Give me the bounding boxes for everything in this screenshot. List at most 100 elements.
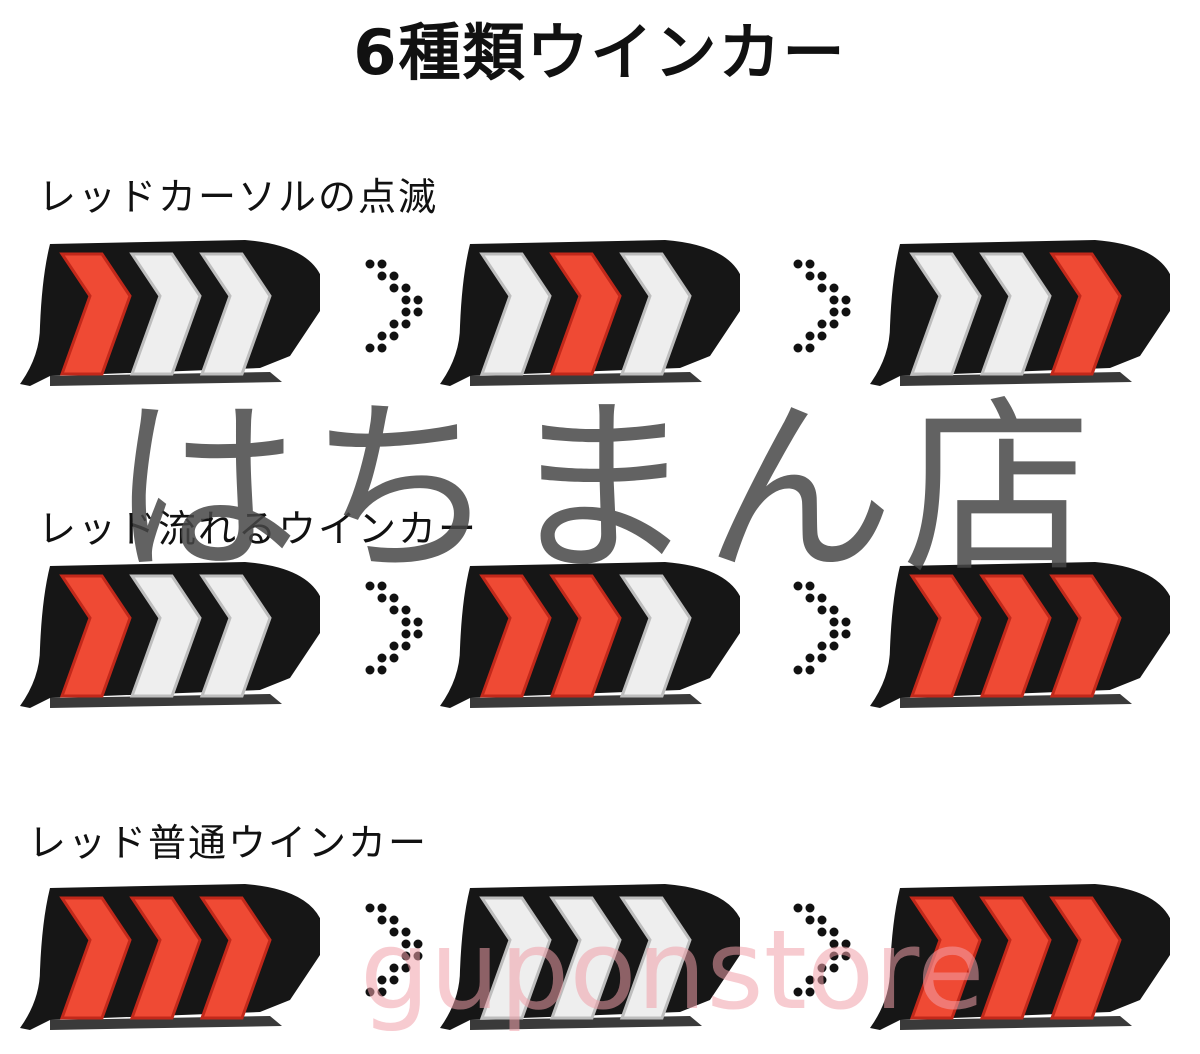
- arrow-dot: [841, 295, 851, 305]
- arrow-dot: [793, 259, 803, 269]
- arrow-dot: [829, 295, 839, 305]
- watermark-store-name: guponstore: [360, 906, 985, 1034]
- arrow-dot: [817, 915, 827, 925]
- arrow-dot: [365, 343, 375, 353]
- section-label-cursor-blink: レッドカーソルの点滅: [38, 175, 439, 219]
- arrow-dot: [401, 927, 411, 937]
- section-label-normal: レッド普通ウインカー: [28, 821, 429, 865]
- chevron-segment: [909, 896, 982, 1020]
- arrow-dot: [817, 605, 827, 615]
- arrow-dot: [817, 975, 827, 985]
- chevron-segment: [619, 574, 692, 698]
- arrow-dot: [365, 259, 375, 269]
- arrow-dot: [829, 641, 839, 651]
- arrow-dot: [389, 975, 399, 985]
- arrow-dot: [829, 617, 839, 627]
- chevron-segment: [979, 252, 1052, 376]
- chevron-segment: [1049, 574, 1122, 698]
- chevron-segment: [549, 252, 622, 376]
- chevron-segment: [549, 896, 622, 1020]
- arrow-dot: [805, 975, 815, 985]
- arrow-dot: [829, 939, 839, 949]
- tail-lamp-image: [440, 880, 740, 1030]
- dotted-arrow-icon: [362, 898, 432, 1008]
- arrow-dot: [817, 963, 827, 973]
- chevron-segment: [129, 896, 202, 1020]
- arrow-dot: [389, 271, 399, 281]
- arrow-dot: [401, 963, 411, 973]
- dotted-arrow-icon: [790, 576, 860, 686]
- arrow-dot: [401, 295, 411, 305]
- chevron-segment: [59, 896, 132, 1020]
- chevron-segment: [1049, 896, 1122, 1020]
- arrow-dot: [413, 951, 423, 961]
- chevron-segment: [479, 574, 552, 698]
- arrow-dot: [377, 653, 387, 663]
- arrow-dot: [389, 593, 399, 603]
- chevron-segment: [549, 574, 622, 698]
- arrow-dot: [389, 915, 399, 925]
- arrow-dot: [829, 319, 839, 329]
- arrow-dot: [805, 593, 815, 603]
- arrow-dot: [389, 927, 399, 937]
- arrow-dot: [805, 343, 815, 353]
- arrow-dot: [817, 331, 827, 341]
- arrow-dot: [377, 903, 387, 913]
- arrow-dot: [413, 295, 423, 305]
- tail-lamp-image: [20, 880, 320, 1030]
- chevron-segment: [909, 252, 982, 376]
- arrow-dot: [841, 629, 851, 639]
- arrow-dot: [377, 343, 387, 353]
- arrow-dot: [805, 665, 815, 675]
- arrow-dot: [805, 653, 815, 663]
- chevron-segment: [129, 252, 202, 376]
- arrow-dot: [377, 975, 387, 985]
- watermark-shop-name: はちまん店: [110, 379, 1101, 600]
- arrow-dot: [817, 271, 827, 281]
- arrow-dot: [377, 665, 387, 675]
- arrow-dot: [401, 629, 411, 639]
- arrow-dot: [805, 331, 815, 341]
- arrow-dot: [793, 343, 803, 353]
- sequence-row-sequential: [0, 558, 1200, 708]
- tail-lamp-image: [870, 558, 1170, 708]
- dotted-arrow-icon: [362, 254, 432, 364]
- arrow-dot: [389, 653, 399, 663]
- tail-lamp-image: [440, 558, 740, 708]
- arrow-dot: [829, 629, 839, 639]
- arrow-dot: [377, 581, 387, 591]
- arrow-dot: [401, 319, 411, 329]
- chevron-segment: [129, 574, 202, 698]
- arrow-dot: [817, 653, 827, 663]
- chevron-segment: [59, 574, 132, 698]
- tail-lamp-image: [870, 236, 1170, 386]
- page-title: 6種類ウインカー: [353, 16, 847, 89]
- arrow-dot: [377, 987, 387, 997]
- tail-lamp-image: [440, 236, 740, 386]
- arrow-dot: [377, 271, 387, 281]
- arrow-dot: [389, 605, 399, 615]
- arrow-dot: [793, 581, 803, 591]
- arrow-dot: [401, 617, 411, 627]
- arrow-dot: [377, 331, 387, 341]
- arrow-dot: [389, 641, 399, 651]
- arrow-dot: [817, 319, 827, 329]
- arrow-dot: [413, 307, 423, 317]
- arrow-dot: [365, 903, 375, 913]
- arrow-dot: [841, 617, 851, 627]
- arrow-dot: [817, 927, 827, 937]
- chevron-segment: [199, 574, 272, 698]
- arrow-dot: [805, 259, 815, 269]
- arrow-dot: [805, 271, 815, 281]
- arrow-dot: [365, 581, 375, 591]
- arrow-dot: [829, 307, 839, 317]
- arrow-dot: [413, 629, 423, 639]
- chevron-segment: [59, 252, 132, 376]
- tail-lamp-image: [20, 236, 320, 386]
- arrow-dot: [401, 605, 411, 615]
- arrow-dot: [377, 915, 387, 925]
- arrow-dot: [377, 593, 387, 603]
- arrow-dot: [793, 903, 803, 913]
- arrow-dot: [829, 605, 839, 615]
- arrow-dot: [365, 665, 375, 675]
